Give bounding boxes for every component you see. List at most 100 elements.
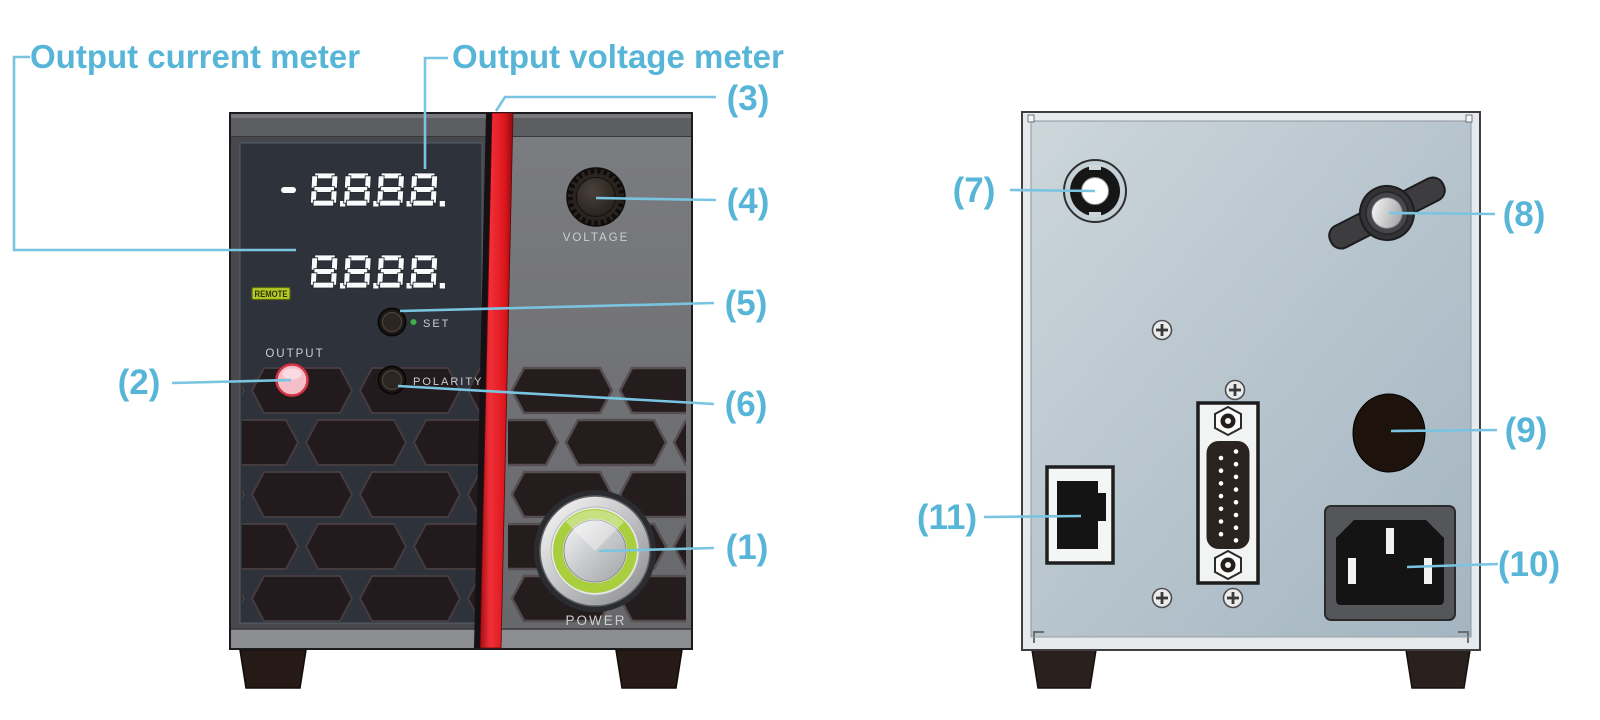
front-right-foot (615, 649, 683, 689)
vent-slot (90, 420, 190, 465)
vent-slot (250, 471, 354, 518)
callout-6: (6) (725, 385, 768, 424)
seven-segment-digit (343, 254, 372, 289)
leader-voltage-meter (423, 56, 448, 169)
db15-pin (1233, 538, 1239, 543)
leader-3 (494, 95, 716, 112)
leader-6 (397, 384, 715, 406)
phillips-screw (1151, 587, 1173, 609)
round-hole (1352, 393, 1426, 473)
decimal-point (340, 201, 346, 207)
rear-right-foot (1405, 649, 1471, 689)
db15-pin (1218, 531, 1224, 537)
minus-sign (281, 187, 296, 193)
db15-pins (1218, 449, 1239, 543)
db15-pin (1218, 493, 1224, 499)
vent-slot (618, 470, 686, 519)
vent-slot (358, 471, 462, 518)
annotation-layer: Output current meter Output voltage mete… (12, 38, 1560, 584)
db15-pin (1233, 449, 1239, 454)
callout-7: (7) (953, 171, 996, 210)
ac-inlet-cavity (1336, 520, 1444, 605)
vent-slot (358, 575, 462, 622)
polarity-button-label: POLARITY (413, 376, 483, 388)
decimal-point (340, 283, 346, 289)
leader-10 (1406, 562, 1499, 569)
db15-pin (1218, 519, 1224, 524)
vent-slot (672, 418, 686, 467)
segment (413, 186, 435, 193)
db15-pin (1233, 474, 1239, 480)
segment (379, 199, 401, 207)
label-output-current-meter: Output current meter (30, 38, 360, 75)
segment (313, 186, 335, 193)
decimal-point (439, 201, 445, 207)
front-top-band (231, 114, 691, 137)
db15-pin (1233, 487, 1239, 492)
callout-4: (4) (727, 182, 770, 221)
callout-2: (2) (118, 363, 161, 402)
segment (379, 268, 402, 275)
rj45-cavity (1057, 481, 1106, 549)
vent-slot (508, 418, 560, 467)
left-vent-grille (90, 367, 480, 622)
vent-slot (466, 471, 480, 518)
terminal-notch-top (1089, 165, 1101, 170)
segment (412, 199, 434, 207)
decimal-point (406, 283, 412, 289)
remote-badge-label: REMOTE (255, 289, 288, 299)
decimal-point (439, 283, 445, 289)
callout-1: (1) (726, 528, 769, 567)
front-unit: REMOTE SET POLARITY OUTPUT VOLTAGE (90, 112, 693, 689)
ac-power-inlet (1324, 505, 1456, 621)
db15-pin (1233, 461, 1239, 467)
vent-slot (672, 522, 686, 571)
callout-11: (11) (917, 498, 977, 537)
terminal-notch-bottom (1089, 212, 1101, 217)
db15-pin (1233, 500, 1239, 505)
callout-8: (8) (1503, 195, 1546, 234)
rear-top-right-notch (1465, 114, 1473, 123)
leader-4 (595, 196, 717, 202)
db15-pin (1218, 455, 1224, 461)
vent-slot (510, 366, 614, 415)
vent-slot (242, 384, 246, 397)
rear-bottom-right-bracket (1458, 631, 1469, 643)
seven-segment-digit (343, 172, 372, 207)
remote-indicator: REMOTE (251, 286, 291, 301)
set-button-label: SET (423, 318, 450, 330)
vent-slot (242, 419, 300, 466)
leader-2 (171, 378, 292, 385)
rear-top-left-notch (1027, 114, 1035, 123)
segment (312, 199, 335, 207)
callout-10: (10) (1498, 545, 1560, 584)
seven-segment-digit (376, 254, 405, 289)
front-top-bevel (231, 114, 691, 118)
segment (413, 268, 435, 275)
power-button-label: POWER (565, 613, 626, 628)
decimal-point (373, 201, 379, 207)
output-button (275, 363, 309, 397)
vent-slot (358, 367, 462, 414)
front-left-foot (239, 649, 307, 689)
phillips-screw (1224, 379, 1246, 401)
phillips-screw (1151, 319, 1173, 341)
vent-slot (250, 575, 354, 622)
db15-body (1206, 441, 1250, 549)
voltage-knob (566, 167, 626, 227)
set-led-indicator (410, 319, 417, 325)
ac-pin-left (1348, 558, 1356, 584)
decimal-point (406, 201, 412, 207)
segment (379, 281, 401, 289)
red-stripe (479, 112, 514, 649)
segment (346, 268, 369, 275)
vent-slot (618, 366, 686, 415)
current-meter-display (309, 254, 445, 289)
voltage-meter-display (281, 172, 445, 207)
polarity-button (377, 365, 407, 395)
leader-5 (399, 301, 715, 313)
leader-11 (983, 514, 1082, 519)
phillips-screw (1222, 587, 1244, 609)
